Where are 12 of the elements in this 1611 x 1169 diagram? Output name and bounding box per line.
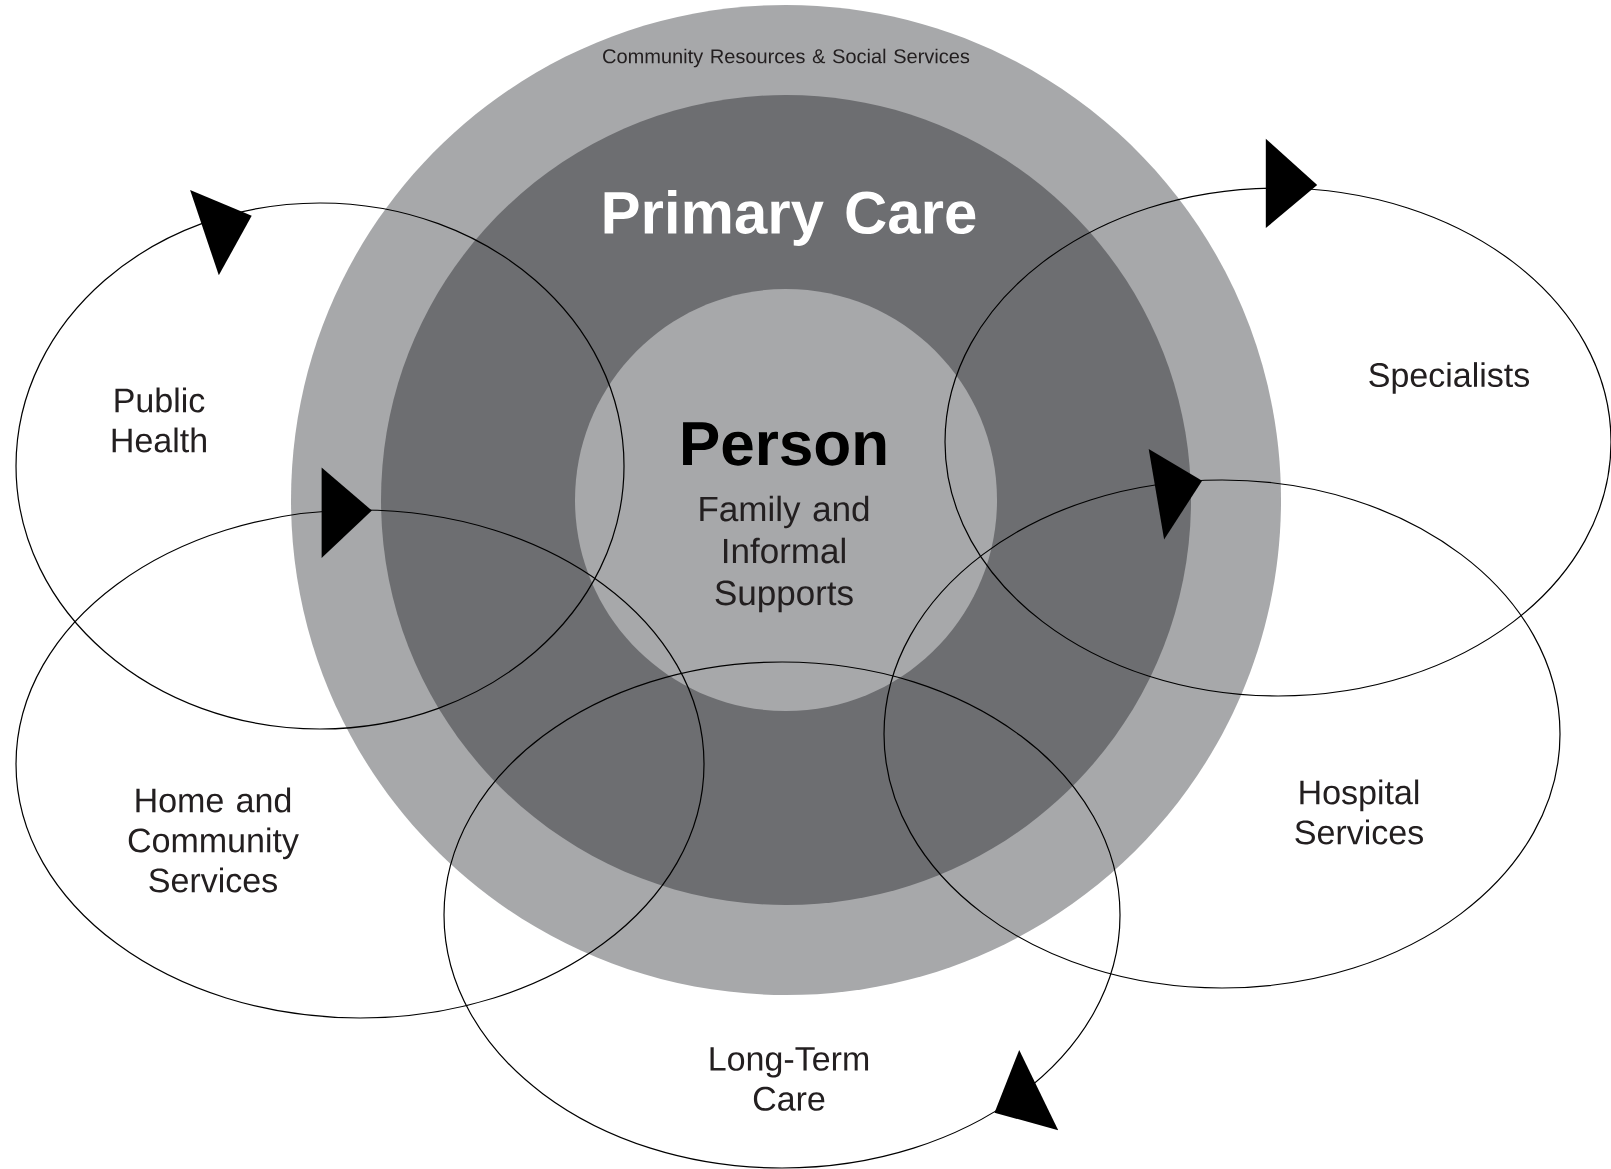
circle-band bbox=[575, 289, 997, 711]
ellipse-label: Home and Community Services bbox=[128, 787, 299, 893]
ellipse-label: Public Health bbox=[112, 387, 206, 453]
band-label: Primary Care bbox=[604, 190, 976, 246]
ellipse bbox=[883, 479, 1561, 989]
heading: Person bbox=[683, 422, 886, 466]
band-label: Community Resources & Social Services bbox=[603, 48, 970, 68]
label: Family and Informal Supports bbox=[700, 495, 869, 613]
ellipse-label: Hospital Services bbox=[1295, 779, 1423, 845]
ellipse-label: Long-Term Care bbox=[710, 1047, 869, 1111]
ellipse-label: Specialists bbox=[1369, 362, 1529, 394]
ellipse bbox=[443, 661, 1121, 1169]
